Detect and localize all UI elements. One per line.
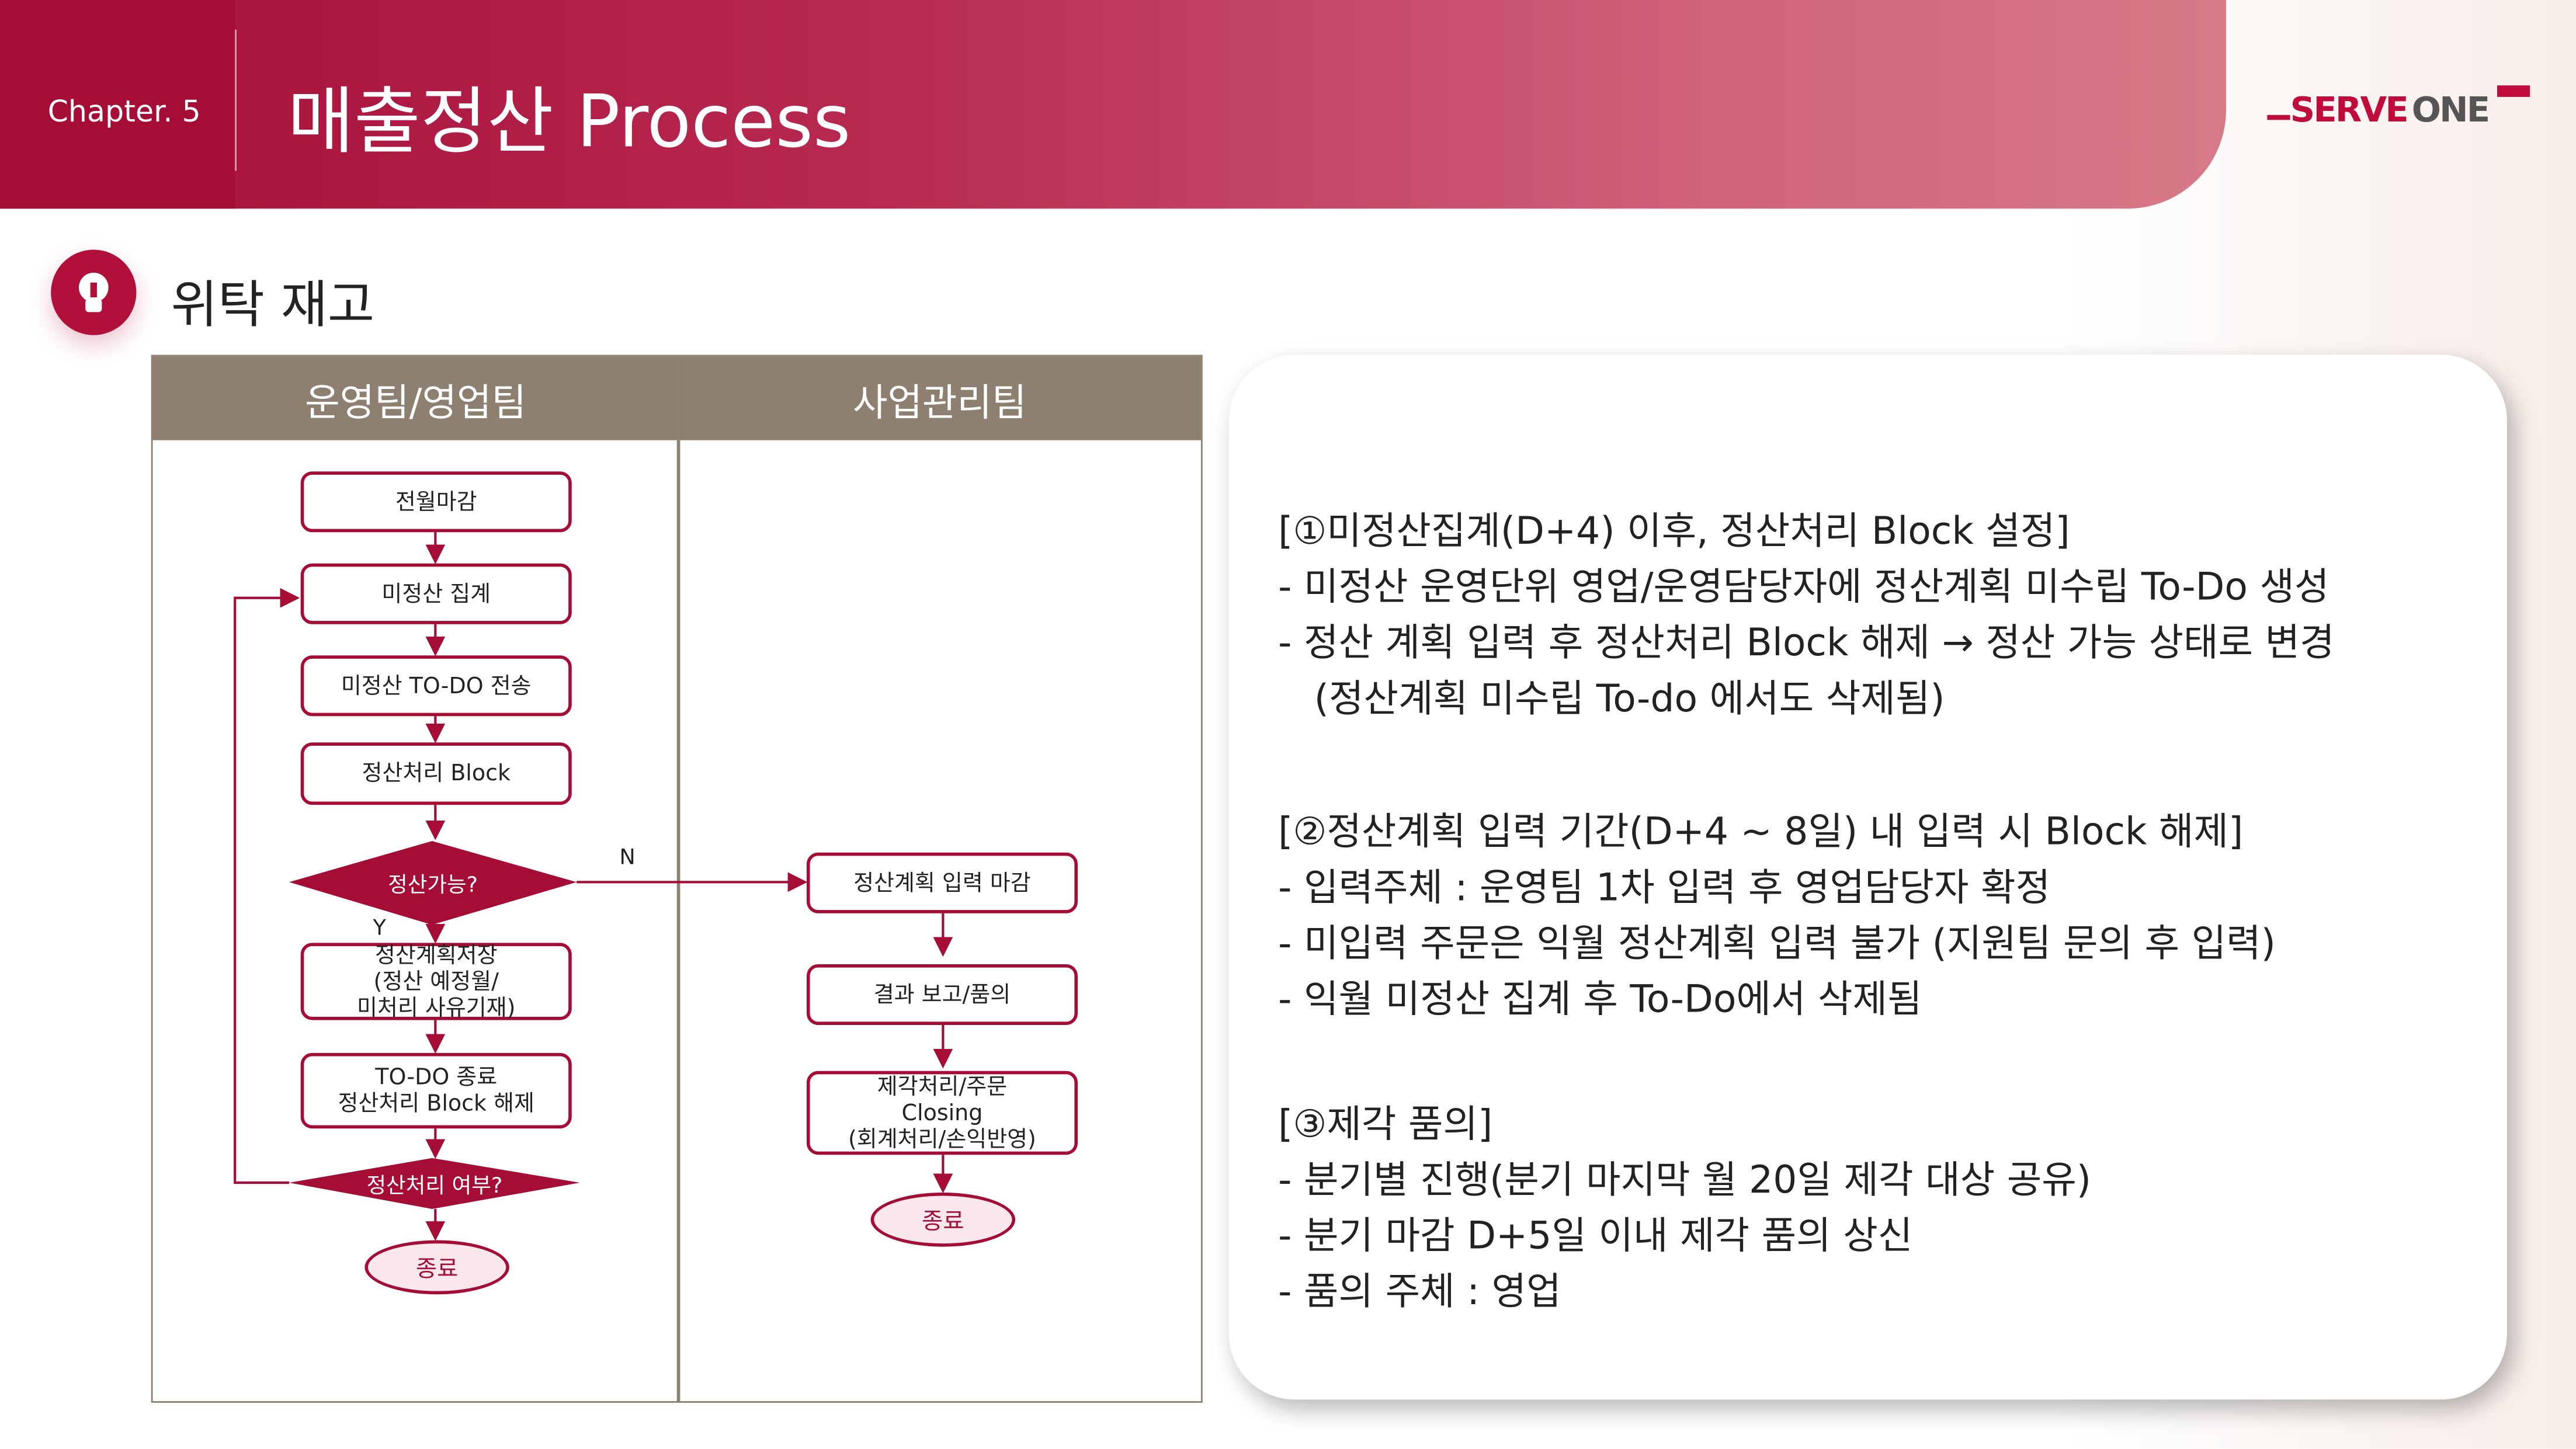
svg-text:ONE: ONE — [2412, 89, 2489, 130]
note-item: - 입력주체 : 운영팀 1차 입력 후 영업담당자 확정 — [1278, 867, 2051, 911]
note-item: - 미입력 주문은 익월 정산계획 입력 불가 (지원팀 문의 후 입력) — [1278, 923, 2276, 966]
flow-connectors — [234, 532, 953, 1241]
header-divider — [235, 29, 237, 171]
column-header-ops-sales: 운영팀/영업팀 — [152, 356, 679, 440]
end-left: 종료 — [364, 1240, 509, 1295]
step-writeoff-closing: 제각처리/주문 Closing (회계처리/손익반영) — [806, 1071, 1078, 1155]
note-heading-2: [②정산계획 입력 기간(D+4 ~ 8일) 내 입력 시 Block 해제] — [1278, 811, 2244, 854]
note-item: - 미정산 운영단위 영업/운영담당자에 정산계획 미수립 To-Do 생성 — [1278, 567, 2329, 610]
svg-text:SERVE: SERVE — [2290, 89, 2407, 130]
step-settlement-block: 정산처리 Block — [300, 742, 572, 805]
yes-label: Y — [373, 916, 386, 941]
page-title: 매출정산 Process — [287, 80, 851, 165]
chapter-label: Chapter. 5 — [47, 95, 201, 130]
process-flow-table: 운영팀/영업팀 사업관리팀 전월마감 — [151, 355, 1203, 1403]
step-plan-input-close: 정산계획 입력 마감 — [806, 852, 1078, 913]
notes-card: [①미정산집계(D+4) 이후, 정산처리 Block 설정] - 미정산 운영… — [1228, 355, 2507, 1400]
header-band — [0, 0, 2226, 209]
note-item: (정산계획 미수립 To-do 에서도 삭제됨) — [1278, 678, 1945, 721]
step-plan-save: 정산계획저장 (정산 예정월/ 미처리 사유기재) — [300, 942, 572, 1021]
note-heading-1: [①미정산집계(D+4) 이후, 정산처리 Block 설정] — [1278, 510, 2070, 554]
decision-diamond-2 — [289, 1158, 580, 1209]
note-item: - 익월 미정산 집계 후 To-Do에서 삭제됨 — [1278, 979, 1922, 1022]
end-right: 종료 — [870, 1192, 1016, 1247]
step-report-approval: 결과 보고/품의 — [806, 964, 1078, 1025]
column-header-biz-mgmt: 사업관리팀 — [678, 356, 1201, 440]
note-item: - 정산 계획 입력 후 정산처리 Block 해제 → 정산 가능 상태로 변… — [1278, 622, 2335, 666]
note-item: - 분기 마감 D+5일 이내 제각 품의 상신 — [1278, 1215, 1913, 1259]
step-unsettled-aggregate: 미정산 집계 — [300, 563, 572, 624]
decision-settleable: 정산가능? — [388, 874, 478, 899]
section-title: 위탁 재고 — [171, 276, 375, 335]
lightbulb-icon — [51, 249, 137, 335]
step-prev-month-close: 전월마감 — [300, 471, 572, 533]
decision-settled: 정산처리 여부? — [366, 1174, 503, 1200]
no-label: N — [619, 846, 636, 871]
serveone-logo: SERVE ONE — [2267, 85, 2530, 130]
note-heading-3: [③제각 품의] — [1278, 1104, 1493, 1147]
step-todo-end: TO-DO 종료 정산처리 Block 해제 — [300, 1052, 572, 1129]
step-todo-send: 미정산 TO-DO 전송 — [300, 655, 572, 717]
column-divider — [676, 440, 681, 1402]
chapter-block — [0, 0, 235, 209]
note-item: - 분기별 진행(분기 마지막 월 20일 제각 대상 공유) — [1278, 1159, 2092, 1203]
note-item: - 품의 주체 : 영업 — [1278, 1271, 1561, 1314]
decision-diamond-1 — [289, 841, 577, 925]
